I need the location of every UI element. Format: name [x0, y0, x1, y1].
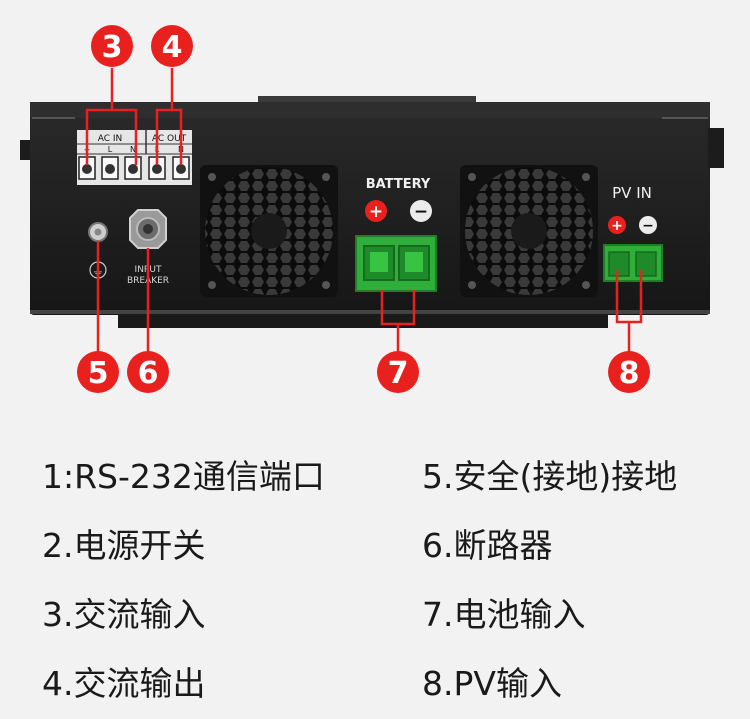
- callout-number: 7: [388, 356, 409, 391]
- screw-head-icon: [176, 164, 186, 174]
- pv-in-label: PV IN: [612, 184, 652, 202]
- callout-number: 5: [88, 356, 109, 391]
- screw-head-icon: [82, 164, 92, 174]
- legend-item-3: 3.交流输入: [42, 595, 206, 634]
- callout-badge-8: [608, 351, 650, 393]
- legend-item-1: 1:RS-232通信端口: [42, 457, 325, 496]
- callout-number: 8: [619, 356, 640, 391]
- legend-item-7: 7.电池输入: [422, 595, 586, 634]
- terminal-letter: N: [130, 145, 136, 154]
- battery-label: BATTERY: [366, 177, 431, 192]
- callout-leader-lines: [85, 68, 643, 352]
- pv-plus-icon: [608, 216, 626, 234]
- callout-badge-7: [377, 351, 419, 393]
- battery-plus-icon: [365, 200, 387, 222]
- battery-terminal: BATTERY + −: [355, 177, 437, 292]
- ac-in-label: AC IN: [98, 134, 123, 144]
- legend-item-5: 5.安全(接地)接地: [422, 457, 678, 496]
- terminal-letter: L: [108, 145, 113, 154]
- callout-number: 4: [162, 30, 183, 65]
- screw-head-icon: [128, 164, 138, 174]
- legend: 1:RS-232通信端口 5.安全(接地)接地 2.电源开关 6.断路器 3.交…: [0, 430, 750, 719]
- fan-grille-right: [460, 165, 598, 297]
- pv-minus-icon: [639, 216, 657, 234]
- callout-badge-5: [77, 351, 119, 393]
- callout-number: 6: [138, 356, 159, 391]
- legend-item-8: 8.PV输入: [422, 664, 562, 703]
- callout-badge-3: [91, 25, 133, 67]
- callout-number: 3: [102, 30, 123, 65]
- pv-minus-sign: −: [642, 218, 654, 234]
- fan-grille-left: [200, 165, 338, 297]
- callout-badge-6: [127, 351, 169, 393]
- ac-out-label: AC OUT: [152, 134, 187, 144]
- battery-minus-sign: −: [414, 202, 428, 222]
- legend-item-6: 6.断路器: [422, 526, 553, 565]
- battery-minus-icon: [410, 200, 432, 222]
- screw-head-icon: [105, 164, 115, 174]
- screw-head-icon: [152, 164, 162, 174]
- pv-plus-sign: +: [611, 218, 623, 234]
- legend-item-4: 4.交流输出: [42, 664, 206, 703]
- legend-item-2: 2.电源开关: [42, 526, 206, 565]
- battery-plus-sign: +: [369, 202, 383, 222]
- callout-badge-4: [151, 25, 193, 67]
